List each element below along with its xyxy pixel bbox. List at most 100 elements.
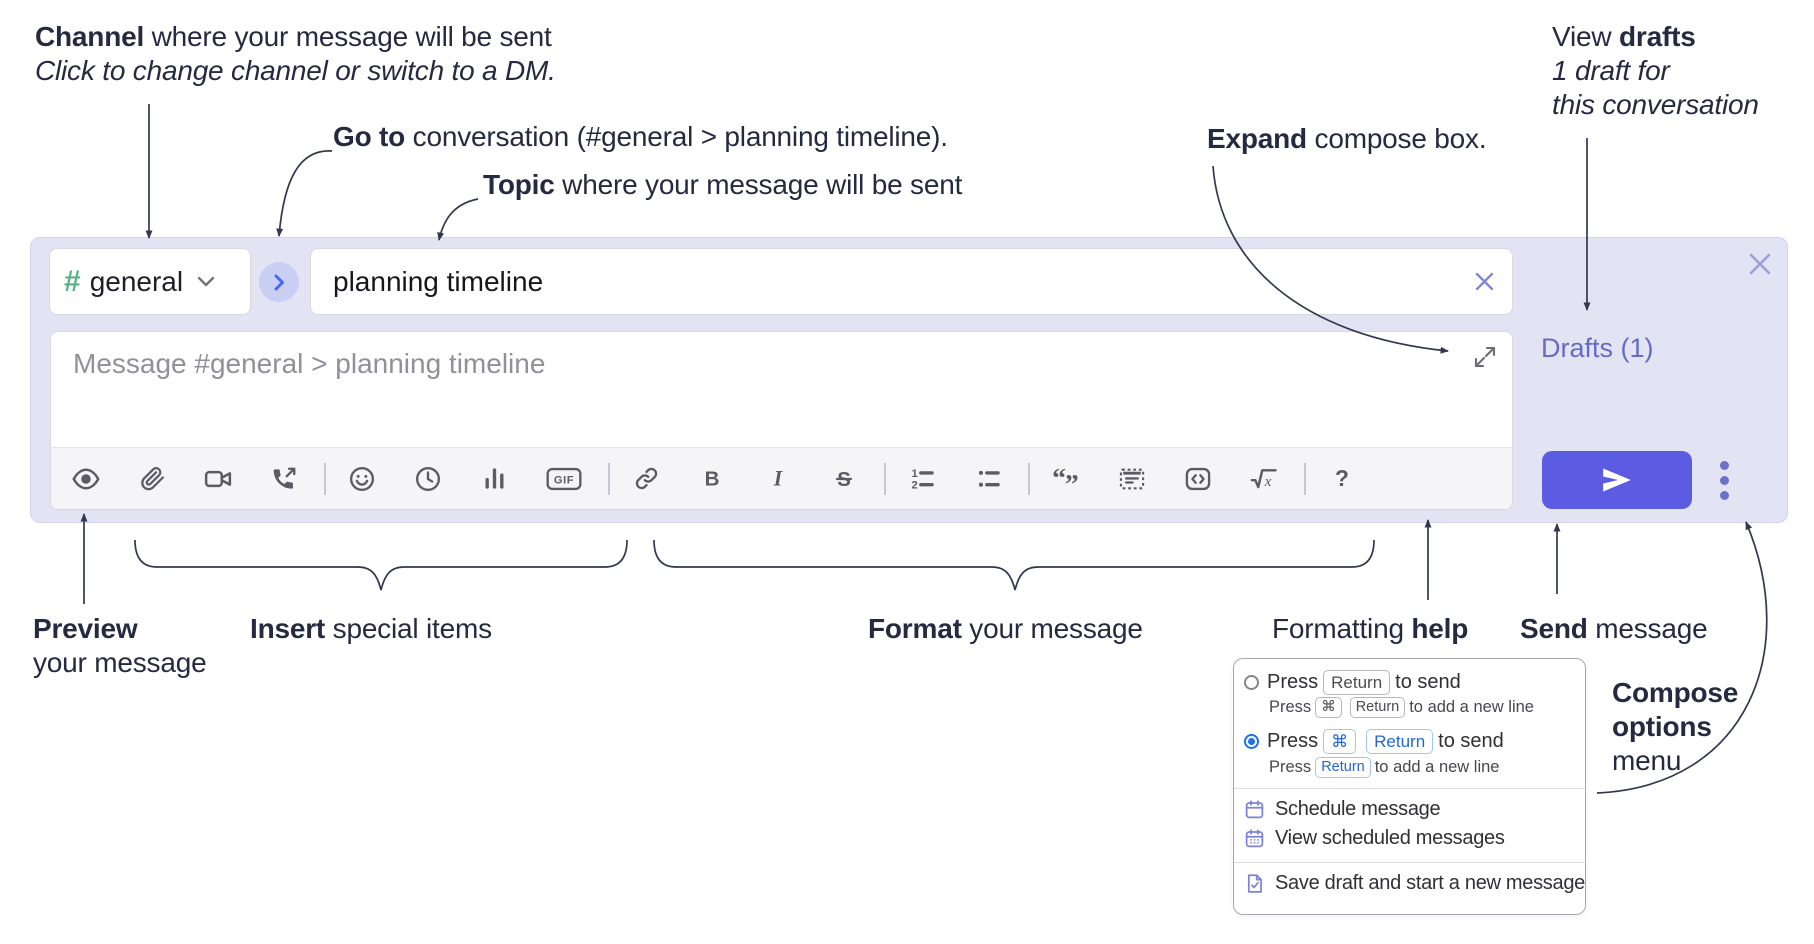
toolbar-divider: [1304, 462, 1306, 495]
drafts-link[interactable]: Drafts (1): [1541, 333, 1654, 363]
preview-annotation: Preview: [33, 613, 138, 644]
compose-options-annotation-l2: options: [1612, 711, 1712, 742]
svg-text:GIF: GIF: [554, 474, 574, 486]
phone-call-icon: [273, 467, 296, 489]
poll-button[interactable]: [472, 459, 516, 499]
channel-selector-button[interactable]: # general: [49, 248, 251, 315]
view-drafts-annotation-l3: this conversation: [1552, 89, 1759, 120]
compose-options-annotation: Compose: [1612, 677, 1739, 708]
chevron-down-icon: [197, 276, 215, 287]
chevron-right-icon: [274, 274, 284, 290]
clock-icon: [415, 466, 441, 491]
bar-chart-icon: [485, 468, 503, 489]
expand-annotation: Expand compose box.: [1207, 123, 1487, 154]
brace-format: [653, 539, 1375, 591]
emoji-button[interactable]: [340, 459, 384, 499]
compose-options-button[interactable]: [1702, 451, 1746, 509]
expand-icon: [1474, 346, 1496, 368]
menu-item-schedule-message[interactable]: Schedule message: [1244, 795, 1571, 824]
strikethrough-button[interactable]: S: [822, 459, 866, 499]
close-icon: [1749, 253, 1771, 275]
goto-annotation: Go to conversation (#general > planning …: [333, 121, 948, 152]
recent-files-button[interactable]: [406, 459, 450, 499]
menu-divider: [1234, 862, 1585, 863]
blockquote-button[interactable]: “”: [1044, 459, 1088, 499]
format-annotation: Format your message: [868, 613, 1143, 644]
record-video-button[interactable]: [196, 459, 240, 499]
svg-text:B: B: [705, 467, 720, 490]
formatting-help-annotation: Formatting help: [1272, 613, 1469, 644]
menu-item-save-draft[interactable]: Save draft and start a new message: [1244, 869, 1585, 898]
kebab-dot: [1719, 460, 1729, 470]
ordered-list-icon: 12: [911, 468, 934, 492]
compose-box: # general: [30, 237, 1788, 523]
send-icon: [1603, 468, 1631, 492]
blockquote-icon: “”: [1052, 465, 1079, 493]
link-icon: [635, 467, 657, 490]
paperclip-icon: [140, 467, 164, 491]
close-compose-button[interactable]: [1742, 246, 1778, 282]
italic-icon: I: [773, 466, 784, 490]
bold-icon: B: [705, 467, 720, 490]
bold-button[interactable]: B: [690, 459, 734, 499]
calendar-icon: [1245, 800, 1264, 819]
audio-call-button[interactable]: [262, 459, 306, 499]
toolbar-divider: [608, 462, 610, 495]
view-drafts-annotation-l2: 1 draft for: [1552, 55, 1670, 86]
draft-check-icon: [1247, 874, 1262, 893]
kebab-dot: [1719, 490, 1729, 500]
channel-name: general: [89, 265, 184, 297]
channel-annotation: Channel where your message will be sent: [35, 21, 552, 52]
channel-annotation-sub: Click to change channel or switch to a D…: [35, 55, 556, 86]
topic-input[interactable]: [311, 265, 1464, 298]
channel-hash-icon: #: [64, 264, 81, 298]
svg-text:”: ”: [1065, 467, 1079, 492]
radio-selected-icon[interactable]: [1244, 733, 1259, 749]
formula-button[interactable]: x: [1242, 459, 1286, 499]
formula-icon: x: [1250, 468, 1277, 489]
toolbar-divider: [1028, 462, 1030, 495]
strikethrough-icon: S: [835, 468, 853, 491]
view-drafts-annotation: View drafts: [1552, 21, 1696, 52]
attach-file-button[interactable]: [130, 459, 174, 499]
gif-button[interactable]: GIF: [538, 459, 590, 499]
inline-code-icon: [1185, 467, 1211, 490]
brace-insert: [134, 539, 628, 591]
send-button[interactable]: [1542, 451, 1692, 509]
insert-annotation: Insert special items: [250, 613, 492, 644]
arrow-goto: [276, 150, 333, 237]
message-compose-area: GIF B I S 12 “” x ?: [50, 331, 1513, 510]
kebab-dot: [1719, 475, 1729, 485]
svg-text:1: 1: [911, 468, 917, 480]
italic-button[interactable]: I: [756, 459, 800, 499]
go-to-conversation-button[interactable]: [259, 262, 299, 302]
svg-text:2: 2: [911, 480, 917, 492]
toolbar-divider: [884, 462, 886, 495]
menu-item-view-scheduled[interactable]: View scheduled messages: [1244, 824, 1571, 853]
inline-code-button[interactable]: [1176, 459, 1220, 499]
message-input[interactable]: [51, 332, 1512, 444]
topic-field: [310, 248, 1513, 315]
code-block-button[interactable]: [1110, 459, 1154, 499]
svg-text:“: “: [1052, 465, 1066, 493]
formatting-help-button[interactable]: ?: [1320, 459, 1364, 499]
insert-link-button[interactable]: [624, 459, 668, 499]
calendar-scheduled-icon: [1245, 829, 1264, 848]
arrow-topic: [437, 198, 479, 241]
bullet-list-button[interactable]: [966, 459, 1010, 499]
clear-topic-button[interactable]: [1464, 262, 1504, 302]
topic-annotation: Topic where your message will be sent: [483, 169, 963, 200]
radio-unselected-icon[interactable]: [1244, 674, 1259, 690]
video-camera-icon: [204, 470, 232, 487]
expand-compose-button[interactable]: [1470, 342, 1500, 372]
preview-button[interactable]: [64, 459, 108, 499]
send-annotation: Send message: [1520, 613, 1708, 644]
